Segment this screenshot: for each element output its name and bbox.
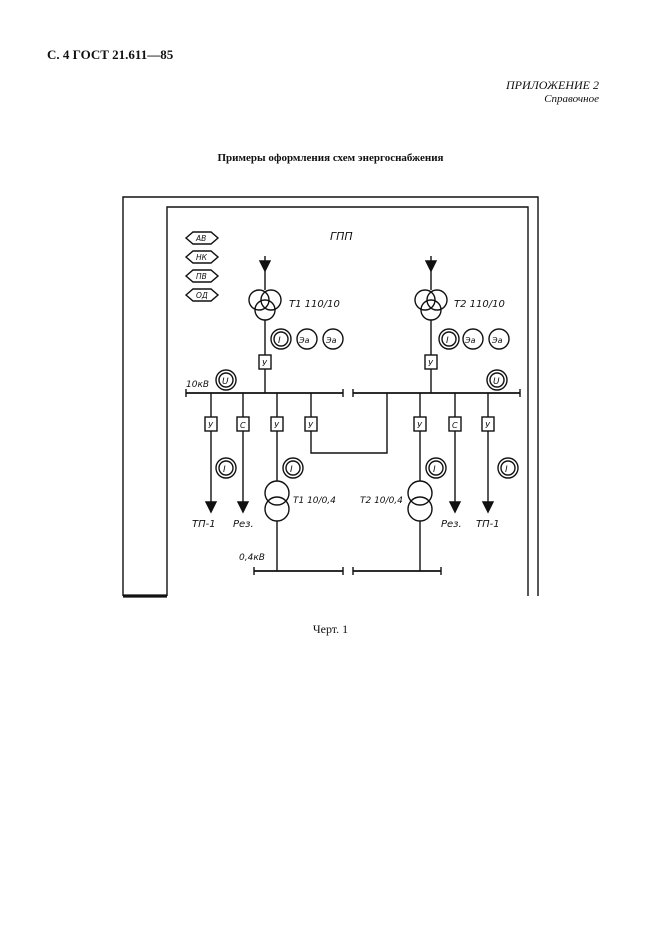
ammeter-label: I: [290, 465, 293, 475]
figure-caption: Черт. 1: [312, 622, 349, 636]
energy-meter-label: Эа: [298, 336, 310, 345]
drawing-frame: [122, 196, 539, 598]
legend-av-label: АВ: [195, 234, 206, 243]
ammeter-label: I: [278, 336, 281, 346]
feeder-tp1-label-left: ТП-1: [192, 519, 216, 530]
voltmeter-label: U: [222, 377, 229, 387]
ammeter-label: I: [505, 465, 508, 475]
feeder-tp1-label-right: ТП-1: [476, 519, 500, 530]
transformer-t2-lv-label: Т2 10/0,4: [360, 496, 403, 506]
feeder-reserve-label-left: Рез.: [233, 519, 254, 530]
legend-diamonds: АВ НК ПВ ОД: [184, 231, 220, 302]
appendix-note: Справочное: [544, 93, 599, 105]
energy-meter-label: Эа: [464, 336, 476, 345]
feeder-reserve-label-right: Рез.: [441, 519, 462, 530]
bus-10kv: 10кВ U U: [185, 369, 521, 397]
box-u-label: У: [274, 421, 280, 430]
appendix-label: ПРИЛОЖЕНИЕ 2 Справочное: [506, 78, 599, 106]
legend-diamond-nk: [184, 250, 220, 264]
legend-diamond-od: [184, 288, 220, 302]
legend-diamond-pv: [184, 269, 220, 283]
legend-diamond-av: [184, 231, 220, 245]
bus-10kv-label: 10кВ: [186, 380, 209, 390]
bus-04kv: 0,4кВ: [239, 553, 442, 575]
reactive-energy-meter-label: Эа: [491, 336, 503, 345]
feeder-left-tp1: У I ТП-1: [192, 393, 237, 530]
feeder-right-transformer: У I Т2 10/0,4: [360, 393, 447, 571]
legend-nk-label: НК: [196, 253, 208, 262]
box-u-label: У: [208, 421, 214, 430]
figure-title: Примеры оформления схем энергоснабжения: [217, 152, 444, 164]
box-s-label: С: [452, 421, 458, 430]
page-header: С. 4 ГОСТ 21.611—85: [47, 47, 174, 62]
incoming-arrow-left: [258, 260, 272, 273]
transformer-t1-lv-label: Т1 10/0,4: [293, 496, 336, 506]
voltmeter-label: U: [493, 377, 500, 387]
legend-od-label: ОД: [196, 291, 208, 300]
reactive-energy-meter-label: Эа: [325, 336, 337, 345]
feeder-left-transformer: У I Т1 10/0,4: [264, 393, 336, 571]
feeder-left-tie: У: [304, 393, 388, 454]
appendix-title: ПРИЛОЖЕНИЕ 2: [506, 78, 599, 92]
feeder-right-reserve: С Рез.: [441, 393, 462, 530]
feeder-right-tp1: У I ТП-1: [476, 393, 519, 530]
ammeter-label: I: [433, 465, 436, 475]
transformer-t1-hv-label: Т1 110/10: [289, 299, 340, 310]
box-u-label: У: [417, 421, 423, 430]
station-label: ГПП: [330, 230, 353, 243]
box-s-label: С: [240, 421, 246, 430]
bus-04kv-label: 0,4кВ: [239, 553, 265, 563]
hv-branch-left: Т1 110/10 I Эа Эа У: [248, 256, 344, 393]
box-u-label: У: [485, 421, 491, 430]
ammeter-label: I: [446, 336, 449, 346]
feeder-left-reserve: С Рез.: [233, 393, 254, 530]
box-u-label: У: [262, 359, 268, 368]
ammeter-label: I: [223, 465, 226, 475]
box-u-label: У: [428, 359, 434, 368]
legend-pv-label: ПВ: [196, 272, 207, 281]
transformer-t2-hv-label: Т2 110/10: [454, 299, 505, 310]
box-u-label: У: [308, 421, 314, 430]
incoming-arrow-right: [424, 260, 438, 273]
hv-branch-right: Т2 110/10 I Эа Эа У: [414, 256, 510, 393]
